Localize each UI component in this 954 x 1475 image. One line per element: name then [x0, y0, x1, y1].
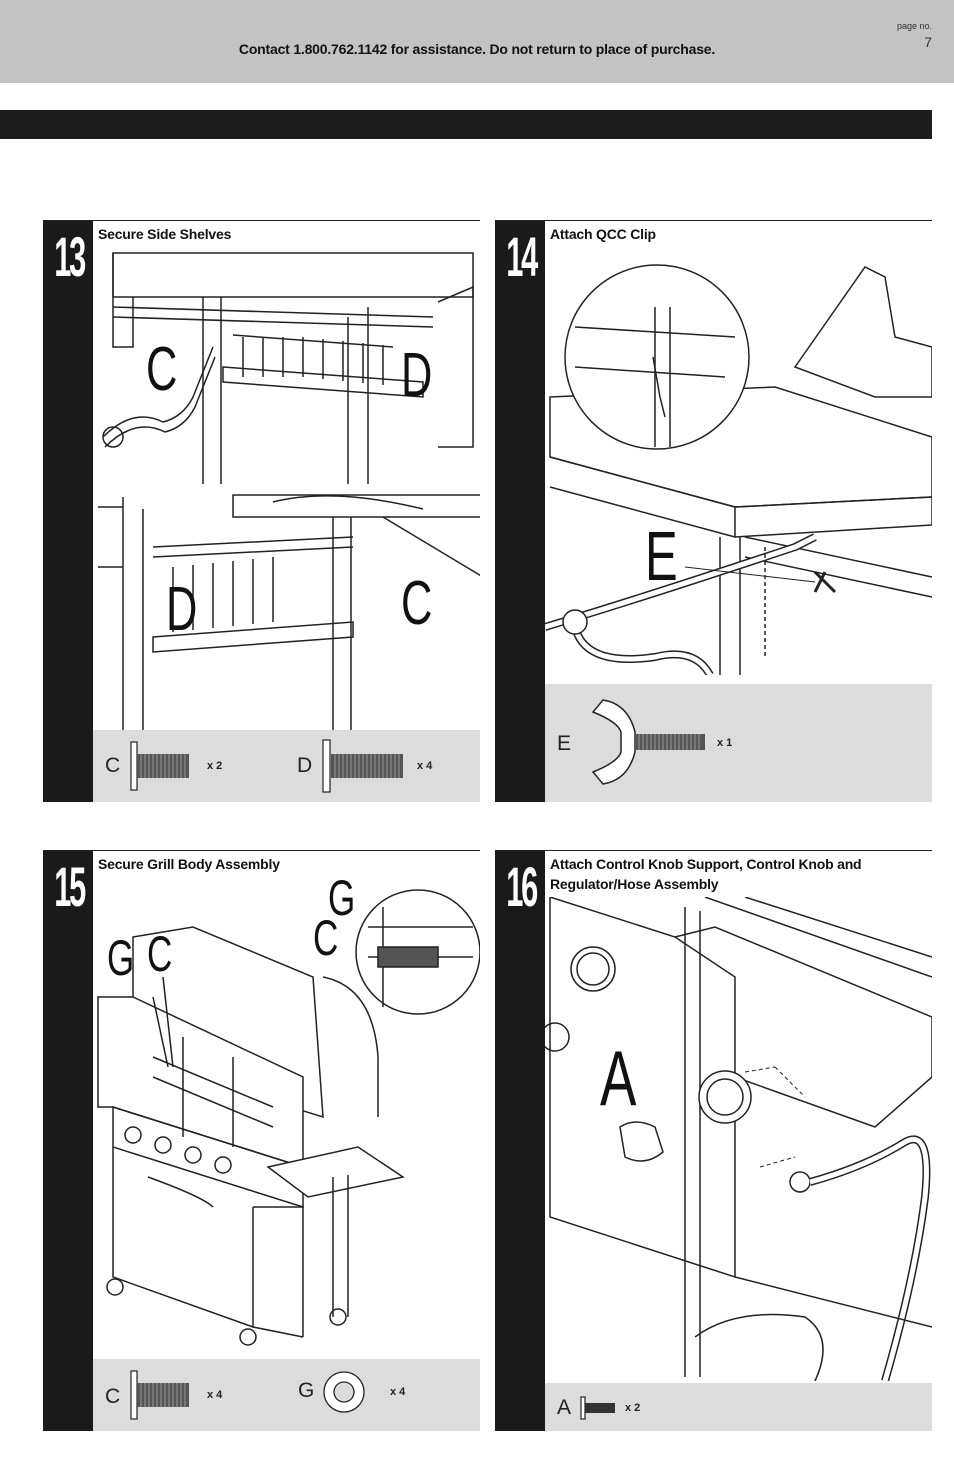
step-15-panel: 15 Secure Grill Body Assembly: [43, 850, 480, 1431]
part-letter: A: [557, 1396, 572, 1419]
callout-c-lower: C: [401, 569, 433, 638]
parts-strip: A x 2: [545, 1383, 932, 1431]
parts-strip: E x 1: [545, 684, 932, 802]
step-number: 13: [54, 225, 86, 288]
callout-a: A: [600, 1034, 637, 1122]
step-number: 14: [506, 225, 538, 288]
side-shelf-illustration: [93, 247, 480, 731]
screw-icon: [580, 1396, 615, 1420]
part-quantity: x 4: [417, 760, 433, 772]
page-header: Contact 1.800.762.1142 for assistance. D…: [0, 0, 954, 83]
page-number: 7: [924, 34, 932, 50]
callout-g-main: G: [107, 930, 135, 986]
bolt-icon: [130, 1370, 189, 1420]
section-bar: [0, 110, 932, 139]
step-title: Secure Grill Body Assembly: [98, 856, 280, 872]
step-title: Attach Control Knob Support, Control Kno…: [550, 856, 862, 892]
contact-notice: Contact 1.800.762.1142 for assistance. D…: [238, 41, 716, 57]
bolt-icon: [322, 739, 403, 793]
step-number-column: 14: [495, 221, 545, 802]
step-14-panel: 14 Attach QCC Clip E: [495, 220, 932, 802]
part-quantity: x 4: [207, 1389, 223, 1401]
callout-c-upper: C: [146, 335, 178, 404]
callout-e: E: [645, 517, 678, 595]
step-number-column: 13: [43, 221, 93, 802]
callout-g-zoom: G: [328, 870, 356, 926]
qcc-clip-illustration: [545, 247, 932, 675]
callout-d-upper: D: [401, 341, 433, 410]
control-knob-illustration: [545, 897, 932, 1381]
bolt-icon: [130, 741, 189, 791]
parts-strip: C x 4 G x 4: [93, 1359, 480, 1431]
callout-c-main: C: [147, 926, 173, 982]
callout-c-zoom: C: [313, 910, 339, 966]
callout-d-lower: D: [166, 575, 198, 644]
part-quantity: x 2: [625, 1402, 641, 1414]
washer-icon: [323, 1371, 365, 1413]
part-quantity: x 2: [207, 760, 223, 772]
step-16-panel: 16 Attach Control Knob Support, Control …: [495, 850, 932, 1431]
part-quantity: x 4: [390, 1386, 406, 1398]
part-letter: C: [105, 1385, 121, 1408]
step-number: 15: [54, 855, 86, 918]
grill-body-illustration: [93, 877, 480, 1359]
part-letter: D: [297, 754, 313, 777]
step-number: 16: [506, 855, 538, 918]
parts-strip: C x 2 D x 4: [93, 730, 480, 802]
page-number-label: page no.: [896, 21, 932, 31]
part-letter: G: [298, 1379, 315, 1402]
wing-bolt-icon: [591, 699, 705, 785]
step-number-column: 16: [495, 851, 545, 1431]
part-letter: E: [557, 732, 572, 755]
step-title: Attach QCC Clip: [550, 226, 656, 242]
step-title: Secure Side Shelves: [98, 226, 232, 242]
part-letter: C: [105, 754, 121, 777]
step-13-panel: 13 Secure Side Shelves: [43, 220, 480, 802]
step-number-column: 15: [43, 851, 93, 1431]
part-quantity: x 1: [717, 737, 733, 749]
